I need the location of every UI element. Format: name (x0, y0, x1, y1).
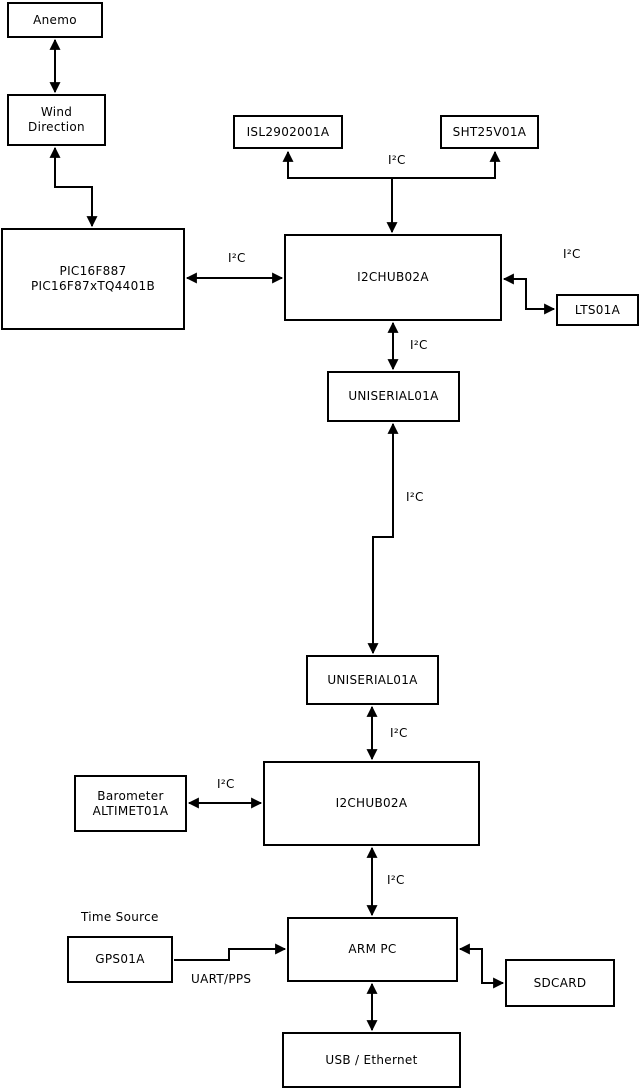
node-lts-label: LTS01A (574, 302, 621, 317)
node-isl: ISL2902001A (233, 115, 343, 149)
edge-label-i2c-long-link: I²C (406, 490, 424, 504)
edge-label-i2c-pic: I²C (228, 251, 246, 265)
edge-gps-armpc (174, 943, 287, 961)
node-wind-direction-line2: Direction (28, 120, 85, 134)
node-barometer-line1: Barometer (97, 788, 164, 803)
node-barometer: Barometer ALTIMET01A (74, 775, 187, 832)
node-pic-line1: PIC16F887 (59, 264, 127, 278)
edge-label-time-source: Time Source (81, 910, 159, 924)
node-i2chub-bottom: I2CHUB02A (263, 761, 480, 846)
node-sdcard: SDCARD (505, 959, 615, 1007)
node-uniserial-top-label: UNISERIAL01A (348, 389, 439, 403)
node-uniserial-bottom-label: UNISERIAL01A (327, 672, 418, 687)
edge-i2chub-top-lts (502, 273, 556, 315)
node-arm-pc-label: ARM PC (348, 942, 397, 956)
edge-label-i2c-uniserial-hub: I²C (390, 726, 408, 740)
node-wind-direction-line1: Wind (40, 105, 73, 119)
edge-label-uart-pps: UART/PPS (191, 972, 252, 986)
node-i2chub-top-label: I2CHUB02A (357, 270, 429, 284)
edge-label-i2c-lts: I²C (563, 247, 581, 261)
node-lts: LTS01A (556, 294, 639, 326)
edge-uniserial-long-link (367, 422, 399, 655)
node-usb-ethernet: USB / Ethernet (282, 1032, 461, 1088)
node-gps-label: GPS01A (95, 952, 145, 966)
edge-label-i2c-barometer: I²C (217, 777, 235, 791)
node-anemo-label: Anemo (33, 12, 77, 27)
edge-armpc-sdcard (458, 943, 505, 989)
node-sht: SHT25V01A (440, 115, 539, 149)
node-i2chub-bottom-label: I2CHUB02A (335, 796, 408, 810)
node-pic-line2: PIC16F87xTQ4401B (30, 279, 156, 293)
node-arm-pc: ARM PC (287, 917, 458, 982)
node-sdcard-label: SDCARD (533, 975, 587, 990)
node-uniserial-bottom: UNISERIAL01A (306, 655, 439, 705)
edge-label-i2c-hub-uniserial: I²C (410, 338, 428, 352)
node-usb-ethernet-label: USB / Ethernet (325, 1052, 418, 1067)
node-pic: PIC16F887 PIC16F87xTQ4401B (1, 228, 185, 330)
node-sht-label: SHT25V01A (452, 124, 527, 139)
node-barometer-line2: ALTIMET01A (92, 803, 169, 818)
node-uniserial-top: UNISERIAL01A (327, 371, 460, 422)
edge-label-i2c-sensors: I²C (388, 153, 406, 167)
edge-wind-pic (49, 146, 98, 228)
node-i2chub-top: I2CHUB02A (284, 234, 502, 321)
node-isl-label: ISL2902001A (246, 124, 330, 139)
node-gps: GPS01A (67, 936, 173, 983)
edge-label-i2c-hub-armpc: I²C (387, 873, 405, 887)
node-wind-direction: Wind Direction (7, 94, 106, 146)
node-anemo: Anemo (7, 2, 103, 38)
